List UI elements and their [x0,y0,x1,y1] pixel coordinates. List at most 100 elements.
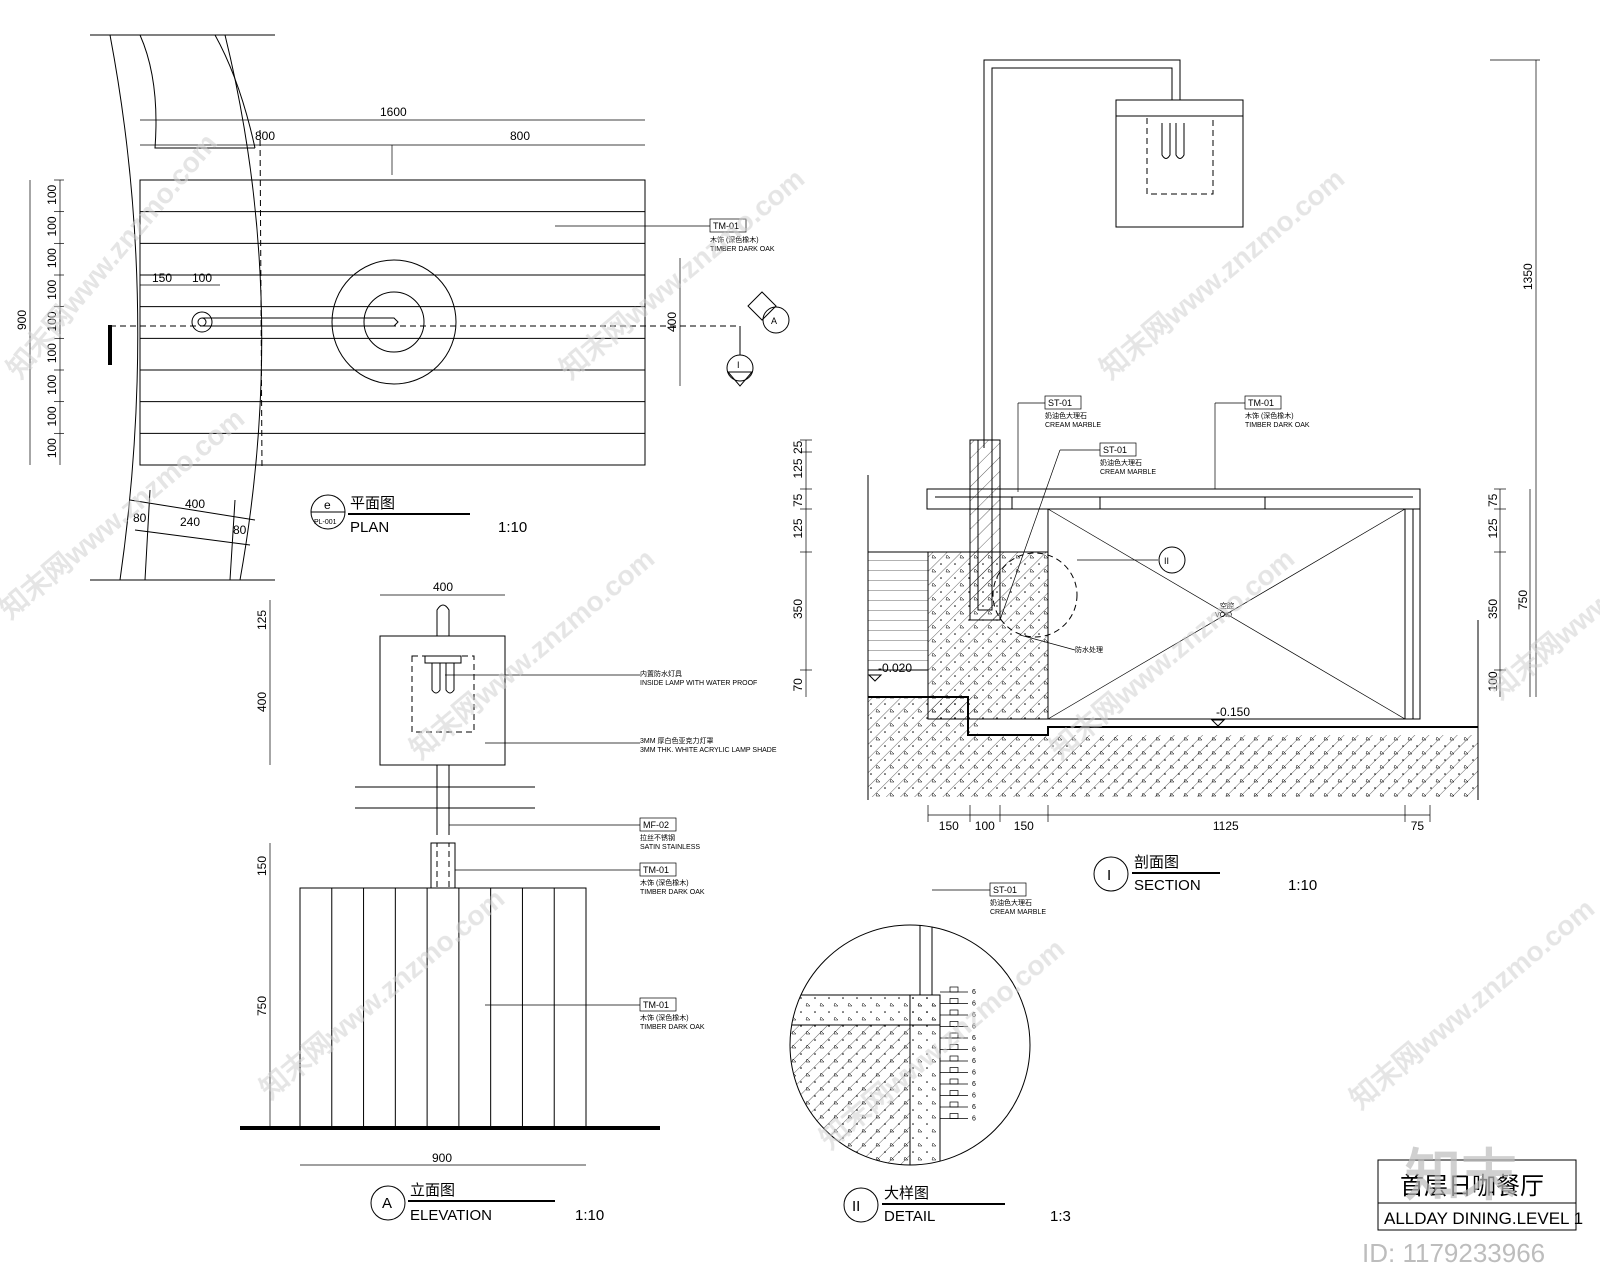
sect-st-a-code: ST-01 [1048,398,1072,408]
sect-void-box [1047,508,1414,720]
sect-st-a-en: CREAM MARBLE [1045,422,1101,429]
detail-tag-en: CREAM MARBLE [990,909,1046,916]
elev-dim-125: 125 [255,610,269,630]
plan-dim-1600: 1600 [380,105,407,119]
plan-dim-150: 150 [152,271,172,285]
elev-mf-box [639,817,677,832]
detail-title-en: DETAIL [884,1208,935,1225]
sect-st-b-en: CREAM MARBLE [1100,469,1156,476]
sect-pole-inner [991,67,1173,448]
sect-left-dim: 75 [791,493,805,507]
svg-text:I: I [737,360,740,370]
title-block-cn: 首层日咖餐厅 [1400,1173,1544,1200]
plan-dim-800-left: 800 [255,129,275,143]
sect-right-dim: 100 [1486,671,1500,691]
plan-tag-code: TM-01 [713,221,739,231]
watermark-corner-logo: 知末 [1405,1144,1517,1207]
detail-tick-label: 6 [972,1116,976,1123]
sect-left-dim: 125 [791,458,805,478]
plan-tag-box [709,218,747,233]
detail-title-cn: 大样图 [884,1185,929,1202]
sect-level-left-mark [867,674,883,682]
detail-tick-box [949,1009,959,1016]
sect-void-cn: 空腔 [1220,601,1234,610]
sect-left-base-hatch [927,551,1049,720]
plan-curve-outer [109,34,139,581]
detail-tick-box [949,1101,959,1108]
elev-tm-b-code: TM-01 [643,1000,669,1010]
detail-tick-box [949,1078,959,1085]
plan-centerline-v [259,129,263,471]
detail-tick-label: 6 [972,989,976,996]
plan-dim-bottom-80a: 80 [133,511,147,525]
elev-dim-150: 150 [255,856,269,876]
sect-lamp-bulb [1161,123,1185,159]
sect-detail-callout [992,552,1078,638]
detail-tick-box [949,1090,959,1096]
sect-right-dim: 125 [1486,518,1500,538]
elev-mf-code: MF-02 [643,820,669,830]
elev-mf-en: SATIN STAINLESS [640,844,700,851]
sect-level-bottom-mark [1210,719,1226,727]
elev-body-slats [331,888,555,1128]
sect-tm-code: TM-01 [1248,398,1274,408]
detail-tick-box [949,1067,959,1073]
sect-ground-right-hatch [978,735,1478,797]
elev-note1-cn: 内置防水灯具 [640,669,682,678]
watermark-id: ID: 1179233966 [1362,1238,1545,1268]
sect-void-diag-b [1047,508,1406,720]
sect-left-dim: 70 [791,678,805,692]
elev-title-en: ELEVATION [410,1207,492,1224]
detail-tick-box [949,1021,959,1027]
plan-dim-100: 100 [192,271,212,285]
detail-pole [919,925,933,996]
plan-dim-400: 400 [665,312,679,332]
detail-title: II 大样图 DETAIL 1:3 [843,1185,1071,1225]
section-title: I 剖面图 SECTION 1:10 [1093,854,1317,894]
detail-title-id: II [852,1198,860,1215]
plan-bottom-strip [129,489,256,581]
sect-tm-cn: 木饰 (深色橡木) [1245,411,1294,420]
sect-top-slab [926,488,1421,510]
plan-section-marker: I [726,326,754,387]
elev-tm-b-cn: 木饰 (深色橡木) [640,1013,689,1022]
sect-tm-en: TIMBER DARK OAK [1245,422,1310,429]
plan-slat-dim: 100 [45,343,59,363]
sect-left-dim: 125 [791,518,805,538]
sect-left-bench [867,551,929,671]
plan-dim-bottom-240: 240 [180,515,200,529]
sect-st-b-cn: 奶油色大理石 [1100,458,1142,467]
plan-slat-dim: 100 [45,311,59,331]
sect-st-b-diag [999,449,1061,621]
elev-title-id: A [382,1195,392,1212]
watermark-text: 知末网www.znzmo.com [253,882,510,1105]
sect-left-dim: 25 [791,440,805,454]
plan-slat-dim: 100 [45,279,59,299]
detail-tick-label: 6 [972,1104,976,1111]
elev-stem [430,842,456,889]
sect-ground-line [868,696,1478,736]
plan-title-ref: PL-001 [314,519,337,526]
detail-tick-label: 6 [972,1058,976,1065]
sect-level-left: -0.020 [878,661,912,675]
plan-title: e PL-001 平面图 PLAN 1:10 [310,494,527,536]
plan-table-top [139,179,646,466]
plan-view: 1600 800 800 900 10010010010010010010010… [15,34,790,581]
elev-tm-a-en: TIMBER DARK OAK [640,889,705,896]
plan-curve-inner [224,34,263,581]
title-block-en: ALLDAY DINING.LEVEL 1 [1384,1209,1583,1228]
plan-slat-dim: 100 [45,374,59,394]
sect-st-a-cn: 奶油色大理石 [1045,411,1087,420]
detail-tag-cn: 奶油色大理石 [990,898,1032,907]
sect-title-id: I [1107,867,1111,884]
watermark-text: 知末网www.znzmo.com [1483,482,1600,705]
elev-title-scale: 1:10 [575,1207,604,1224]
sect-bottom-dim: 1125 [1213,819,1239,833]
elev-note2-en: 3MM THK. WHITE ACRYLIC LAMP SHADE [640,747,777,754]
elev-mf-cn: 拉丝不锈钢 [640,833,675,842]
sect-title-cn: 剖面图 [1134,854,1179,871]
sect-level-bottom: -0.150 [1216,705,1250,719]
